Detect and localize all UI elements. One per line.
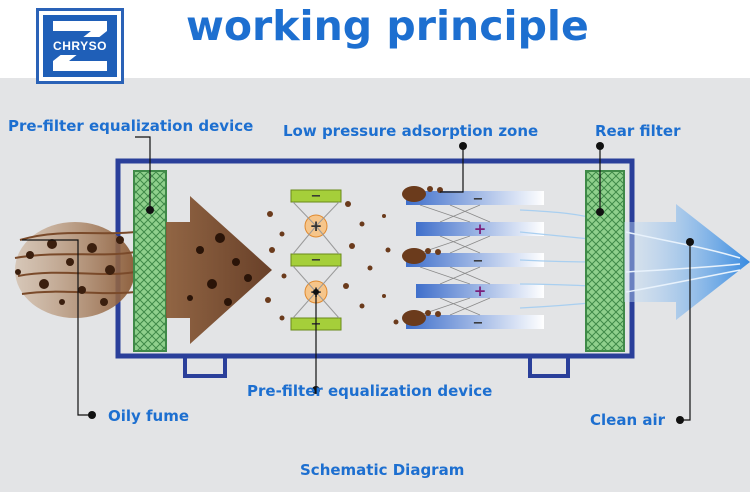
label-clean-air: Clean air	[590, 411, 666, 429]
label-rear-filter: Rear filter	[595, 122, 681, 140]
clean-air-arrow	[624, 204, 750, 320]
label-prefilter-bottom: Pre-filter equalization device	[247, 382, 493, 400]
ionization-zone: − + − + −	[290, 189, 342, 332]
oily-fume-stream	[14, 222, 136, 318]
chryso-logo: CHRYSO	[36, 8, 124, 84]
fume-flow-arrow	[166, 196, 272, 344]
plate-plus-symbol: +	[474, 282, 487, 300]
plate-minus-symbol: −	[473, 254, 484, 269]
ion-minus-symbol: −	[311, 253, 322, 268]
ion-minus-symbol: −	[311, 189, 322, 204]
logo-z-shape	[49, 21, 111, 71]
leader-dots	[88, 142, 694, 424]
diagram-caption: Schematic Diagram	[300, 461, 465, 479]
plate-minus-symbol: −	[473, 192, 484, 207]
adsorption-plates: − + − + −	[402, 186, 544, 331]
rear-filter-mesh	[585, 170, 625, 352]
leader-lines	[22, 136, 691, 421]
label-oily-fume: Oily fume	[108, 407, 190, 425]
header-band	[0, 0, 750, 78]
plate-plus-symbol: +	[474, 220, 487, 238]
ion-plus-symbol: +	[310, 217, 323, 235]
logo-z-mark: CHRYSO	[43, 15, 117, 77]
label-adsorption-zone: Low pressure adsorption zone	[283, 122, 539, 140]
page-title: working principle	[186, 2, 589, 50]
label-prefilter-top: Pre-filter equalization device	[8, 117, 254, 135]
plate-minus-symbol: −	[473, 316, 484, 331]
logo-text: CHRYSO	[53, 39, 107, 53]
